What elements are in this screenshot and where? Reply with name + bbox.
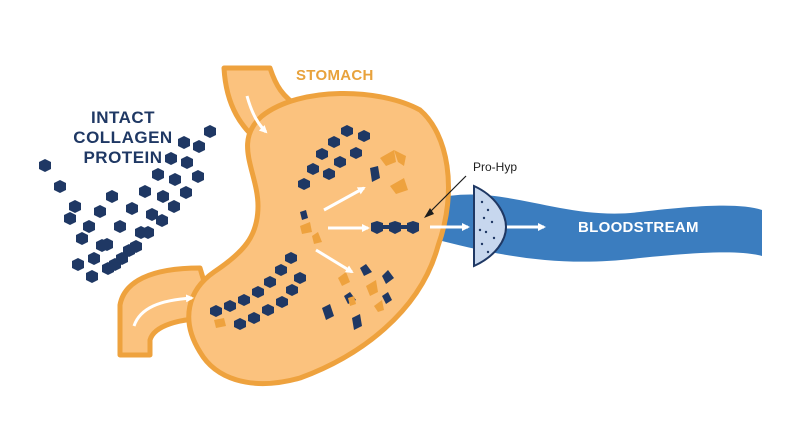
collagen-label-line3: PROTEIN [83, 148, 163, 167]
intestine-flow-arrow [132, 294, 194, 327]
esophagus-flow-arrow [245, 95, 268, 134]
collagen-label: INTACT COLLAGEN PROTEIN [58, 108, 188, 168]
collagen-label-line2: COLLAGEN [73, 128, 173, 147]
intestine [117, 265, 218, 358]
stomach-strand-upper [298, 125, 370, 190]
collagen-label-line1: INTACT [90, 108, 156, 127]
pro-hyp-pointer-head [424, 208, 434, 218]
stomach-strand-lower [210, 252, 306, 330]
stomach-collagen [210, 125, 419, 330]
pro-hyp-label: Pro-Hyp [473, 160, 518, 174]
pro-hyp-pointer [427, 175, 467, 215]
stomach-label: STOMACH [296, 67, 374, 84]
collagen-strand-c [72, 170, 204, 283]
stomach-arrows [315, 186, 370, 274]
bloodstream-band [430, 194, 762, 262]
collagen-strand-b [64, 136, 190, 265]
absorption-membrane [473, 184, 508, 268]
collagen-strands [39, 125, 216, 283]
stomach-collagen-chunks [300, 166, 419, 330]
bloodstream-label: BLOODSTREAM [578, 219, 699, 236]
orange-fragments [214, 150, 408, 328]
